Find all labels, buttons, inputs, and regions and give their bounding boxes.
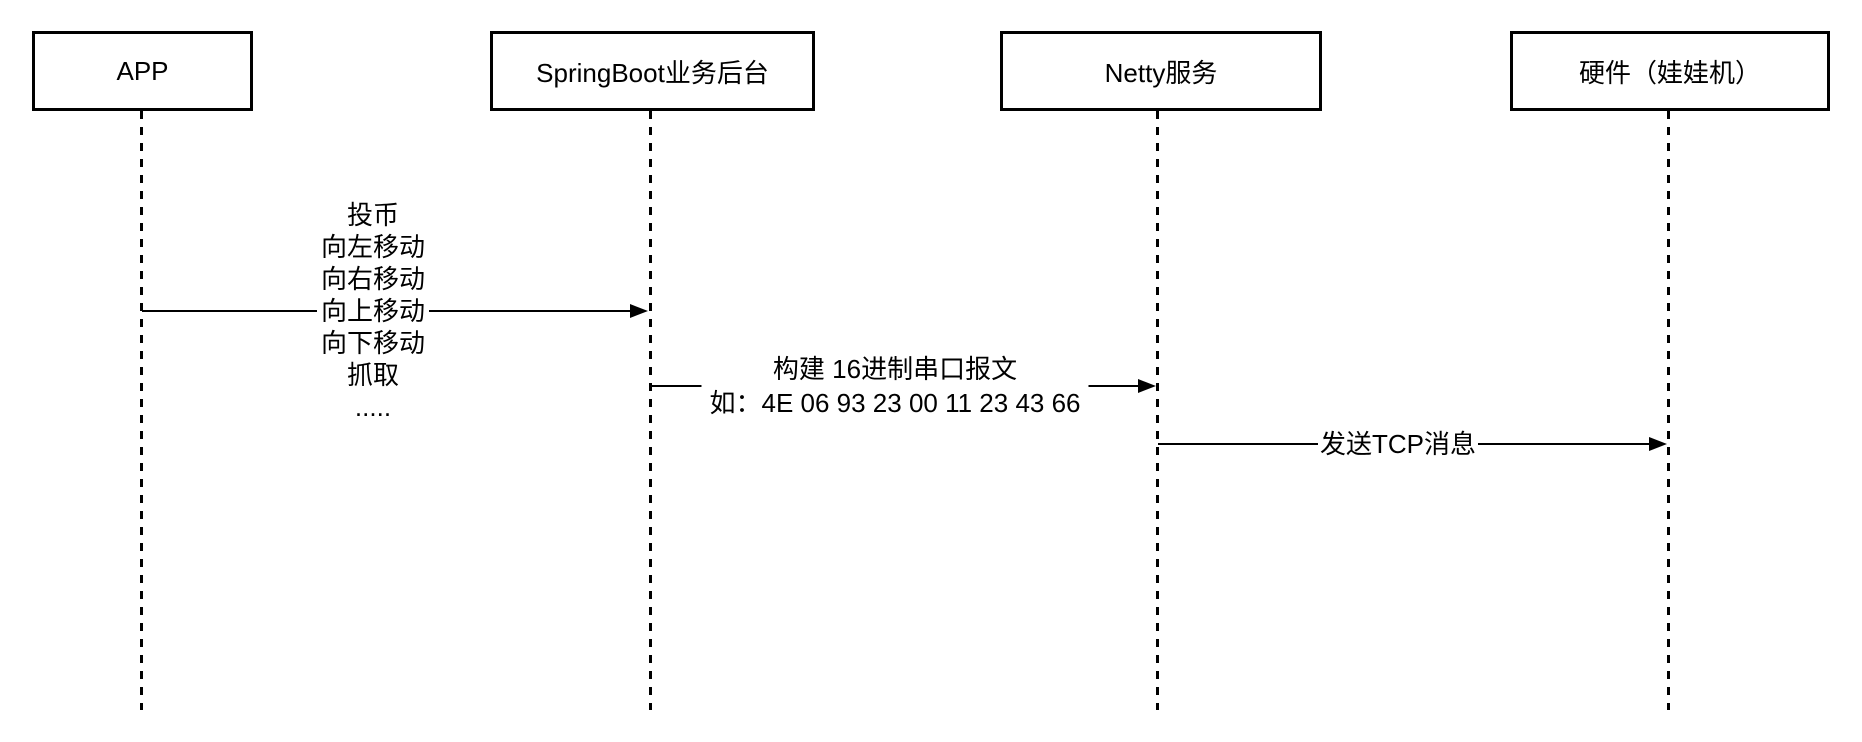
lifeline-hardware-claw-machine <box>1667 111 1670 710</box>
participant-label-app: APP <box>116 55 169 86</box>
participant-label-hardware-claw-machine: 硬件（娃娃机） <box>1578 57 1761 88</box>
message-label-line: 构建 16进制串口报文 <box>772 354 1018 384</box>
message-label-line: 发送TCP消息 <box>1319 429 1477 459</box>
lifeline-app <box>140 111 143 710</box>
message-label-line: 向上移动 <box>320 296 426 326</box>
participant-box-app: APP <box>32 31 253 111</box>
participant-label-netty-service: Netty服务 <box>1104 57 1218 88</box>
message-label-line: 投币 <box>346 200 400 230</box>
message-label-app-to-springboot: 投币 向左移动 向右移动 向上移动 向下移动 抓取 ..... <box>316 199 430 423</box>
lifeline-springboot-backend <box>649 111 652 710</box>
arrowhead-icon <box>630 304 648 318</box>
arrowhead-icon <box>1649 437 1667 451</box>
message-label-line: ..... <box>354 392 392 422</box>
participant-box-netty-service: Netty服务 <box>1000 31 1322 111</box>
message-label-line: 向左移动 <box>320 232 426 262</box>
message-label-netty-to-hardware: 发送TCP消息 <box>1317 427 1479 461</box>
message-label-line: 如：4E 06 93 23 00 11 23 43 66 <box>709 388 1081 418</box>
message-label-line: 抓取 <box>346 360 400 390</box>
message-label-line: 向下移动 <box>320 328 426 358</box>
participant-box-hardware-claw-machine: 硬件（娃娃机） <box>1510 31 1830 111</box>
arrowhead-icon <box>1138 379 1156 393</box>
participant-label-springboot-backend: SpringBoot业务后台 <box>536 57 769 88</box>
lifeline-netty-service <box>1156 111 1159 710</box>
participant-box-springboot-backend: SpringBoot业务后台 <box>490 31 815 111</box>
message-label-line: 向右移动 <box>320 264 426 294</box>
message-label-springboot-to-netty: 构建 16进制串口报文 如：4E 06 93 23 00 11 23 43 66 <box>701 352 1089 420</box>
